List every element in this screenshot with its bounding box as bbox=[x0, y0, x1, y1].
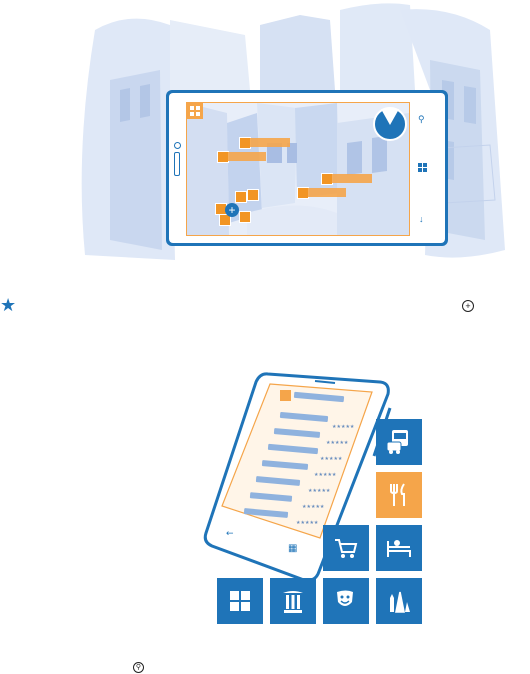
phone-sensor-dot bbox=[174, 142, 181, 149]
rating-stars: ★★★★★ bbox=[314, 472, 336, 478]
transport-tile[interactable] bbox=[376, 419, 422, 465]
search-icon[interactable]: ⚲ bbox=[418, 114, 425, 125]
radar-indicator[interactable] bbox=[373, 107, 407, 141]
place-label-bar[interactable] bbox=[228, 152, 266, 161]
list-header-bar bbox=[294, 392, 344, 402]
list-item[interactable] bbox=[244, 508, 288, 518]
search-circle-icon: ⚲ bbox=[133, 662, 144, 673]
landmarks-icon bbox=[384, 586, 414, 616]
place-label-bar[interactable] bbox=[332, 174, 372, 183]
museum-tile[interactable] bbox=[270, 578, 316, 624]
start-icon[interactable] bbox=[187, 103, 203, 119]
cluster-icon[interactable] bbox=[235, 191, 247, 203]
rating-stars: ★★★★★ bbox=[320, 456, 342, 462]
phone-landscape: + ⚲ ↓ bbox=[166, 90, 448, 246]
masks-icon bbox=[331, 586, 361, 616]
cart-icon bbox=[331, 533, 361, 563]
plus-circle-icon: + bbox=[462, 300, 474, 312]
rating-stars: ★★★★★ bbox=[296, 520, 318, 526]
hotel-tile[interactable] bbox=[376, 525, 422, 571]
bus-car-icon bbox=[384, 427, 414, 457]
star-icon: ★ bbox=[0, 296, 16, 314]
list-header-icon[interactable] bbox=[280, 390, 291, 401]
bed-icon bbox=[384, 533, 414, 563]
rating-stars: ★★★★★ bbox=[302, 504, 324, 510]
plus-icon[interactable]: + bbox=[225, 203, 239, 217]
cluster-icon[interactable] bbox=[239, 211, 251, 223]
fork-knife-icon bbox=[384, 480, 414, 510]
list-item[interactable] bbox=[280, 412, 328, 422]
shopping-tile[interactable] bbox=[323, 525, 369, 571]
phone-list-screen: ★★★★★ ★★★★★ ★★★★★ ★★★★★ ★★★★★ ★★★★★ ★★★★… bbox=[228, 386, 378, 536]
column-icon bbox=[278, 586, 308, 616]
rating-stars: ★★★★★ bbox=[326, 440, 348, 446]
list-item[interactable] bbox=[250, 492, 292, 502]
theatre-tile[interactable] bbox=[323, 578, 369, 624]
tiles-icon[interactable] bbox=[418, 163, 427, 172]
restaurant-tile[interactable] bbox=[376, 472, 422, 518]
list-item[interactable] bbox=[256, 476, 300, 486]
list-item[interactable] bbox=[274, 428, 320, 438]
camera-view: + bbox=[186, 102, 410, 236]
windows-tile[interactable] bbox=[217, 578, 263, 624]
list-item[interactable] bbox=[262, 460, 308, 470]
phone-camera-button bbox=[174, 152, 180, 176]
sights-tile[interactable] bbox=[376, 578, 422, 624]
windows-icon bbox=[225, 586, 255, 616]
cluster-icon[interactable] bbox=[247, 189, 259, 201]
rating-stars: ★★★★★ bbox=[308, 488, 330, 494]
place-label-bar[interactable] bbox=[308, 188, 346, 197]
rating-stars: ★★★★★ bbox=[332, 424, 354, 430]
list-item[interactable] bbox=[268, 444, 318, 454]
place-label-bar[interactable] bbox=[250, 138, 290, 147]
down-arrow-icon[interactable]: ↓ bbox=[419, 214, 424, 224]
svg-text:▦: ▦ bbox=[288, 543, 297, 554]
